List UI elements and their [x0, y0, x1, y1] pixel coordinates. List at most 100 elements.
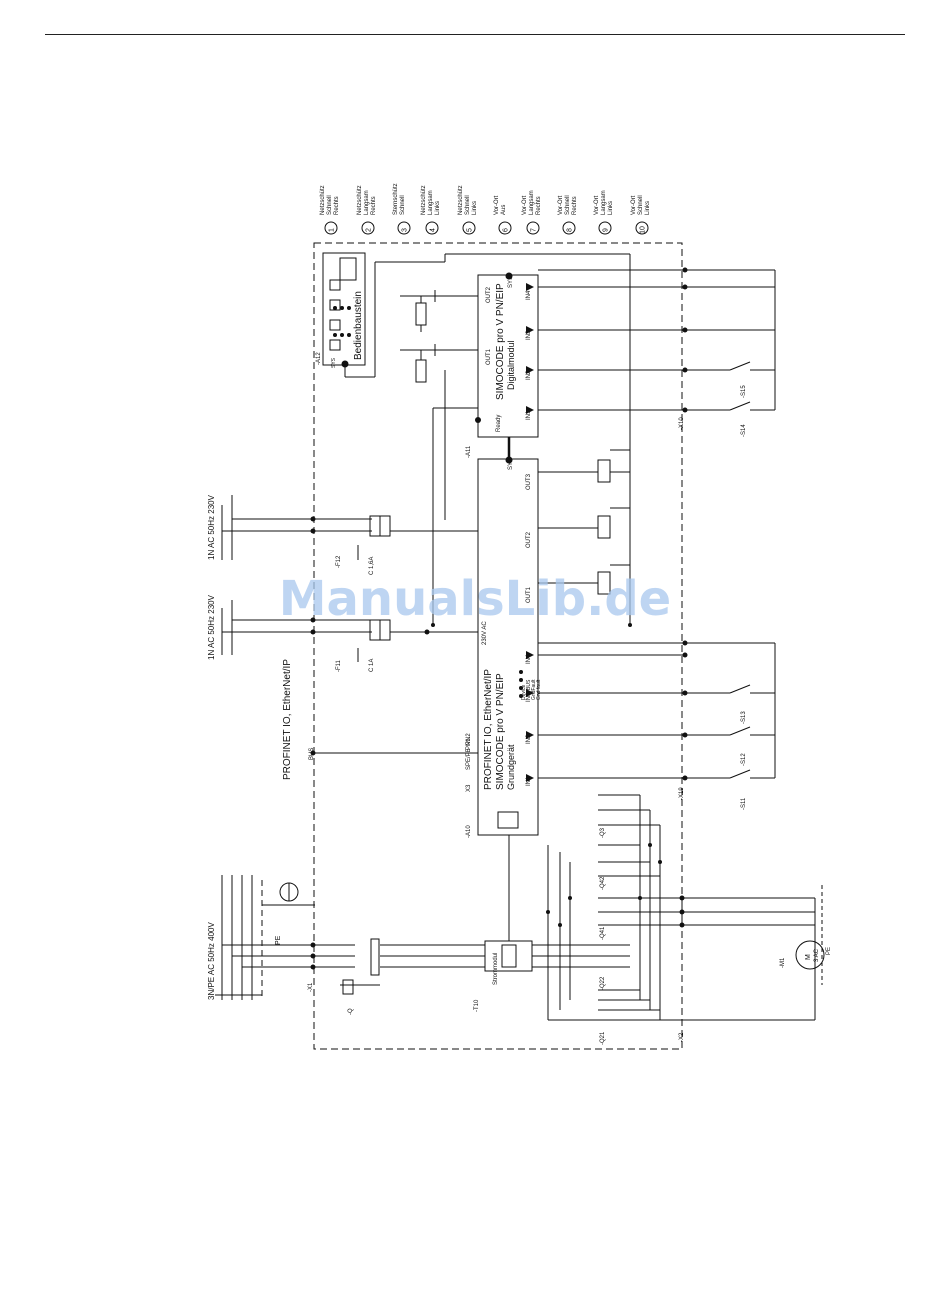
terminal-x10: -X10: [679, 417, 685, 430]
header-number: 9: [603, 228, 610, 232]
operator-panel-sys: SYS: [331, 357, 337, 368]
bu-out3: OUT3: [526, 473, 532, 490]
header-number: 5: [467, 228, 474, 232]
header-text: Vor-Ort: [594, 195, 600, 215]
motor-spec: 3 AC: [814, 948, 820, 962]
led-bus: BUS: [526, 679, 532, 690]
basic-unit-sys: SYS: [508, 458, 514, 470]
motor-symbol: [795, 940, 825, 970]
fuse-f12-rating: C 1,6A: [369, 557, 375, 575]
header-number-circle: [598, 221, 612, 235]
switch-s15: -S15: [741, 385, 747, 398]
header-text: Netzschütz: [421, 185, 427, 215]
basic-unit-spepe: SPE/PE: [466, 748, 472, 770]
fuse-f12-tag: -F12: [336, 555, 342, 568]
aux-supply-2-label: 1N AC 50Hz 230V: [207, 594, 216, 660]
contactor-q41: -Q41: [600, 926, 606, 940]
led-device: Device: [521, 684, 527, 700]
digital-module-sys: SYS: [508, 276, 514, 288]
operator-panel-label: Bedienbaustein: [353, 291, 364, 360]
header-text: Langsam: [364, 190, 370, 215]
dm-in4: IN4: [526, 290, 532, 300]
header-text: Sternschütz: [393, 183, 399, 215]
basic-unit-line1: PROFINET IO, EtherNet/IP: [483, 669, 494, 790]
main-supply-label: 3N/PE AC 50Hz 400V: [207, 922, 216, 1000]
header-text: Netzschütz: [320, 185, 326, 215]
header-text: Links: [608, 201, 614, 215]
basic-unit-line2: SIMOCODE pro V PN/EIP: [495, 673, 506, 790]
dm-out2: OUT2: [486, 286, 492, 303]
header-text: Langsam: [601, 190, 607, 215]
basic-unit-x: X3: [466, 784, 472, 792]
header-text: Rechts: [536, 196, 542, 215]
watermark: ManualsLib.de: [279, 571, 671, 627]
dm-in1: IN1: [526, 410, 532, 420]
aux-supply-1-label: 1N AC 50Hz 230V: [207, 494, 216, 560]
basic-unit-line3: Grundgerät: [506, 744, 516, 790]
contactor-q22: -Q22: [600, 976, 606, 990]
bu-out1: OUT1: [526, 586, 532, 603]
digital-module-line1: SIMOCODE pro V PN/EIP: [495, 283, 506, 400]
dm-in3: IN3: [526, 330, 532, 340]
contactor-q3: -Q3: [600, 827, 606, 838]
header-text: Vor-Ort: [494, 195, 500, 215]
motor-tag: -M1: [780, 957, 786, 968]
led-gnd-fault: Gnd fault: [536, 679, 542, 700]
terminal-x19: -X19: [679, 787, 685, 800]
header-number: 7: [531, 228, 538, 232]
header-text: Links: [472, 201, 478, 215]
header-text: Vor-Ort: [558, 195, 564, 215]
digital-module-tag: -A11: [466, 445, 472, 458]
motor-pe: PE: [826, 947, 832, 955]
header-number-circle: [562, 221, 576, 235]
breaker-tag: -Q: [348, 1008, 354, 1015]
operator-panel-tag: -A12: [316, 352, 322, 365]
header-number: 10: [640, 226, 647, 234]
header-number-circle: [397, 221, 411, 235]
basic-unit-pn1: PN1: [466, 738, 472, 750]
switch-s11: -S11: [741, 797, 747, 810]
profinet-label: PROFINET IO, EtherNet/IP: [282, 659, 293, 780]
header-text: Schnell: [638, 195, 644, 215]
header-text: Aus: [501, 205, 507, 215]
header-text: Schnell: [327, 195, 333, 215]
current-module-label: Strommodul: [493, 953, 499, 985]
header-number: 8: [567, 228, 574, 232]
bu-out2: OUT2: [526, 531, 532, 548]
header-text: Schnell: [400, 195, 406, 215]
header-number: 6: [503, 228, 510, 232]
motor-m: M: [805, 954, 812, 960]
header-number: 2: [366, 228, 373, 232]
bu-in4: IN4: [526, 654, 532, 664]
fuse-f11-rating: C 1A: [369, 659, 375, 672]
header-text: Schnell: [465, 195, 471, 215]
cabinet-boundary: [313, 242, 683, 1050]
header-number: 1: [329, 228, 336, 232]
header-number-circle: [635, 221, 649, 235]
header-text: Schnell: [565, 195, 571, 215]
header-text: Langsam: [428, 190, 434, 215]
dm-out1: OUT1: [486, 348, 492, 365]
bu-in1: IN1: [526, 776, 532, 786]
switch-s13: -S13: [741, 711, 747, 724]
header-number: 4: [430, 228, 437, 232]
header-text: Vor-Ort: [631, 195, 637, 215]
led-gndfault: GndFault: [531, 679, 537, 700]
switch-s14: -S14: [741, 424, 747, 437]
digital-module-line2: Digitalmodul: [506, 340, 516, 390]
header-text: Rechts: [334, 196, 340, 215]
header-number-circle: [462, 221, 476, 235]
header-text: Netzschütz: [357, 185, 363, 215]
header-text: Rechts: [371, 196, 377, 215]
dm-in2: IN2: [526, 370, 532, 380]
header-text: Links: [645, 201, 651, 215]
header-text: Langsam: [529, 190, 535, 215]
header-number-circle: [425, 221, 439, 235]
header-number: 3: [402, 228, 409, 232]
header-text: Netzschütz: [458, 185, 464, 215]
digital-module-ready: Ready: [496, 415, 502, 432]
switch-s12: -S12: [741, 753, 747, 766]
contactor-q21: -Q21: [600, 1031, 606, 1045]
